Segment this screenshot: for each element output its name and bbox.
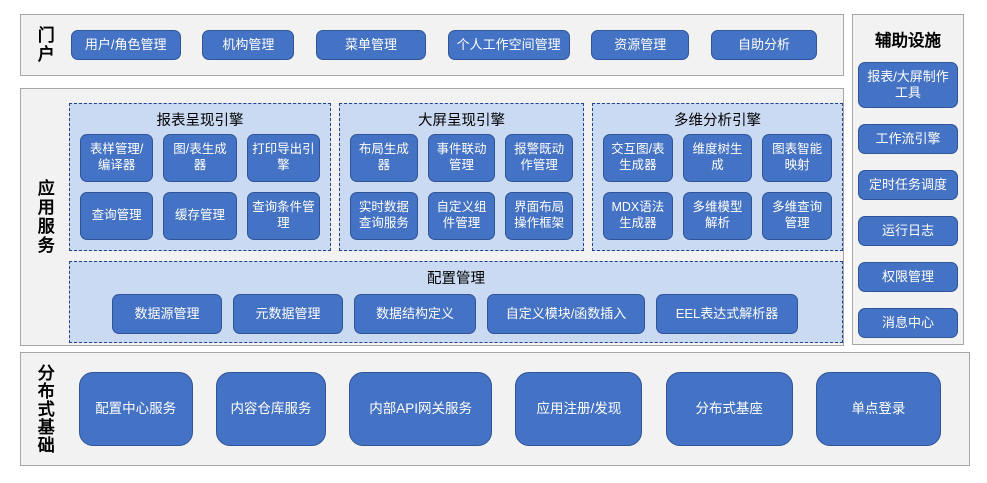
portal-node-row: 用户/角色管理 机构管理 菜单管理 个人工作空间管理 资源管理 自助分析: [70, 30, 817, 60]
node-query-condition-mgmt: 查询条件管理: [246, 192, 320, 240]
node-single-sign-on: 单点登录: [815, 372, 941, 446]
app-services-content: 报表呈现引擎 表样管理/编译器 图/表生成器 打印导出引擎 查询管理 缓存管理 …: [69, 103, 843, 343]
distributed-base-layer-label: 分布式基础: [34, 364, 54, 454]
portal-layer: 门户 用户/角色管理 机构管理 菜单管理 个人工作空间管理 资源管理 自助分析: [20, 14, 844, 76]
group-olap-engine-title: 多维分析引擎: [674, 113, 761, 129]
auxiliary-facilities-title: 辅助设施: [875, 32, 941, 50]
node-custom-component-mgmt: 自定义组件管理: [427, 192, 496, 240]
node-metadata-mgmt: 元数据管理: [233, 294, 343, 334]
app-services-layer: 应用服务 报表呈现引擎 表样管理/编译器 图/表生成器 打印导出引擎 查询管理 …: [20, 88, 844, 346]
node-report-bigscreen-authoring-tool: 报表/大屏制作工具: [858, 62, 958, 108]
node-self-service-analysis: 自助分析: [710, 30, 817, 60]
node-permission-mgmt: 权限管理: [858, 262, 958, 292]
node-event-linkage-mgmt: 事件联动管理: [427, 134, 496, 182]
group-report-engine-grid: 表样管理/编译器 图/表生成器 打印导出引擎 查询管理 缓存管理 查询条件管理: [70, 134, 330, 250]
node-alarm-action-mgmt: 报警既动作管理: [505, 134, 573, 182]
node-multidim-query-mgmt: 多维查询管理: [762, 192, 832, 240]
group-olap-engine: 多维分析引擎 交互图/表生成器 维度树生成 图表智能映射 MDX语法生成器 多维…: [592, 103, 843, 251]
node-dimension-tree-generation: 维度树生成: [682, 134, 753, 182]
distributed-base-layer: 分布式基础 配置中心服务 内容仓库服务 内部API网关服务 应用注册/发现 分布…: [20, 352, 970, 466]
node-run-logs: 运行日志: [858, 216, 958, 246]
node-org-mgmt: 机构管理: [202, 30, 295, 60]
node-message-center: 消息中心: [858, 308, 958, 338]
group-config-mgmt-row: 数据源管理 元数据管理 数据结构定义 自定义模块/函数插入 EEL表达式解析器: [70, 292, 842, 334]
node-ui-layout-framework: 界面布局操作框架: [505, 192, 573, 240]
node-interactive-chart-generator: 交互图/表生成器: [603, 134, 673, 182]
node-personal-workspace-mgmt: 个人工作空间管理: [447, 30, 570, 60]
node-mdx-syntax-generator: MDX语法生成器: [603, 192, 673, 240]
node-multidim-model-parsing: 多维模型解析: [682, 192, 753, 240]
node-eel-expression-parser: EEL表达式解析器: [656, 294, 798, 334]
group-bigscreen-engine: 大屏呈现引擎 布局生成器 事件联动管理 报警既动作管理 实时数据查询服务 自定义…: [339, 103, 584, 251]
node-layout-generator: 布局生成器: [350, 134, 418, 182]
group-config-mgmt: 配置管理 数据源管理 元数据管理 数据结构定义 自定义模块/函数插入 EEL表达…: [69, 261, 843, 343]
node-query-mgmt: 查询管理: [80, 192, 154, 240]
node-menu-mgmt: 菜单管理: [316, 30, 426, 60]
group-report-engine-title: 报表呈现引擎: [156, 113, 244, 129]
distributed-base-row: 配置中心服务 内容仓库服务 内部API网关服务 应用注册/发现 分布式基座 单点…: [78, 372, 941, 446]
node-chart-table-generator: 图/表生成器: [163, 134, 237, 182]
node-data-structure-definition: 数据结构定义: [354, 294, 476, 334]
portal-layer-label: 门户: [34, 26, 54, 64]
group-report-engine: 报表呈现引擎 表样管理/编译器 图/表生成器 打印导出引擎 查询管理 缓存管理 …: [69, 103, 331, 251]
group-olap-engine-grid: 交互图/表生成器 维度树生成 图表智能映射 MDX语法生成器 多维模型解析 多维…: [593, 134, 842, 250]
node-realtime-data-query-service: 实时数据查询服务: [350, 192, 418, 240]
node-content-repository-service: 内容仓库服务: [215, 372, 326, 446]
node-workflow-engine: 工作流引擎: [858, 124, 958, 154]
node-sheet-mgmt-compiler: 表样管理/编译器: [80, 134, 154, 182]
node-cache-mgmt: 缓存管理: [163, 192, 237, 240]
engine-groups-row: 报表呈现引擎 表样管理/编译器 图/表生成器 打印导出引擎 查询管理 缓存管理 …: [69, 103, 843, 251]
group-bigscreen-engine-title: 大屏呈现引擎: [418, 113, 505, 129]
group-config-mgmt-title: 配置管理: [427, 271, 485, 287]
node-resource-mgmt: 资源管理: [591, 30, 690, 60]
node-internal-api-gateway-service: 内部API网关服务: [349, 372, 493, 446]
group-bigscreen-engine-grid: 布局生成器 事件联动管理 报警既动作管理 实时数据查询服务 自定义组件管理 界面…: [340, 134, 583, 250]
app-services-layer-label: 应用服务: [34, 179, 54, 255]
node-config-center-service: 配置中心服务: [78, 372, 193, 446]
node-scheduled-task-scheduling: 定时任务调度: [858, 170, 958, 200]
node-print-export-engine: 打印导出引擎: [246, 134, 320, 182]
node-smart-chart-mapping: 图表智能映射: [762, 134, 832, 182]
auxiliary-facilities-panel: 辅助设施 报表/大屏制作工具 工作流引擎 定时任务调度 运行日志 权限管理 消息…: [852, 14, 964, 345]
node-app-registration-discovery: 应用注册/发现: [515, 372, 643, 446]
node-user-role-mgmt: 用户/角色管理: [70, 30, 181, 60]
node-custom-module-function-insert: 自定义模块/函数插入: [487, 294, 645, 334]
node-distributed-pedestal: 分布式基座: [665, 372, 793, 446]
node-datasource-mgmt: 数据源管理: [112, 294, 222, 334]
